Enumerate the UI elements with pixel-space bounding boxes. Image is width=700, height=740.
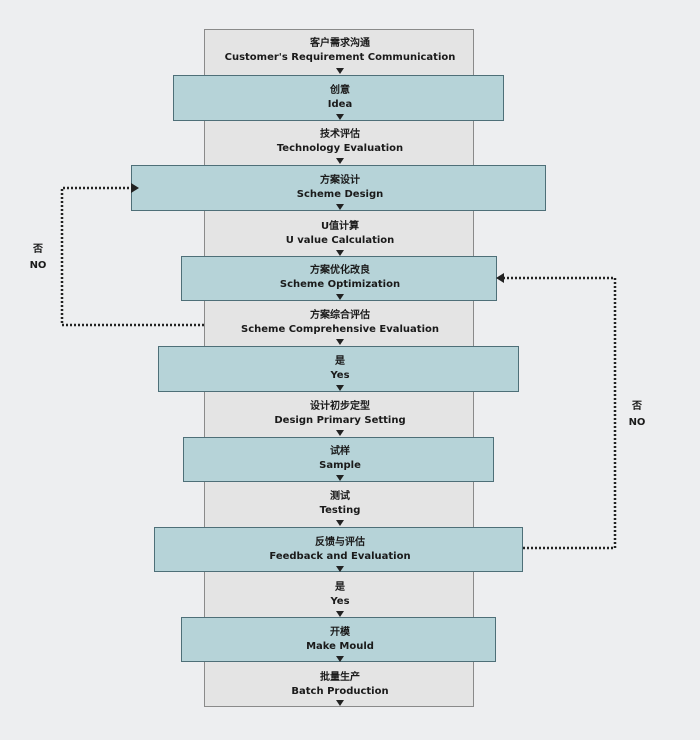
step-cn: 方案综合评估 bbox=[310, 310, 370, 321]
down-arrow-icon bbox=[336, 430, 344, 436]
step-en: Scheme Optimization bbox=[279, 279, 401, 290]
step-customer-communication: 客户需求沟通 Customer's Requirement Communicat… bbox=[140, 37, 540, 65]
step-cn: 客户需求沟通 bbox=[310, 38, 370, 49]
step-testing: 测试 Testing bbox=[140, 490, 540, 518]
step-batch-production: 批量生产 Batch Production bbox=[140, 671, 540, 699]
step-cn: 技术评估 bbox=[320, 129, 360, 140]
step-en: Batch Production bbox=[291, 686, 389, 697]
step-yes-1: 是 Yes bbox=[140, 355, 540, 383]
step-cn: 开模 bbox=[330, 627, 350, 638]
step-en: Design Primary Setting bbox=[274, 415, 406, 426]
down-arrow-icon bbox=[336, 250, 344, 256]
down-arrow-icon bbox=[336, 611, 344, 617]
step-feedback-evaluation: 反馈与评估 Feedback and Evaluation bbox=[140, 536, 540, 564]
down-arrow-icon bbox=[336, 520, 344, 526]
step-cn: 批量生产 bbox=[320, 672, 360, 683]
step-sample: 试样 Sample bbox=[140, 445, 540, 473]
left-no-label: 否 NO bbox=[23, 242, 53, 274]
step-yes-2: 是 Yes bbox=[140, 581, 540, 609]
box-sample bbox=[183, 437, 494, 482]
step-en: Scheme Comprehensive Evaluation bbox=[241, 324, 439, 335]
down-arrow-icon bbox=[336, 656, 344, 662]
box-scheme-optimization bbox=[181, 256, 497, 301]
step-en: Testing bbox=[319, 505, 361, 516]
box-yes-1 bbox=[158, 346, 519, 392]
down-arrow-icon bbox=[336, 339, 344, 345]
step-comprehensive-evaluation: 方案综合评估 Scheme Comprehensive Evaluation bbox=[140, 309, 540, 337]
step-en: U value Calculation bbox=[285, 235, 395, 246]
step-cn: U值计算 bbox=[320, 221, 360, 232]
right-no-en: NO bbox=[628, 417, 646, 428]
left-no-en: NO bbox=[29, 260, 47, 271]
step-en: Idea bbox=[327, 99, 353, 110]
down-arrow-icon bbox=[336, 566, 344, 572]
step-en: Yes bbox=[330, 370, 350, 381]
right-no-label: 否 NO bbox=[622, 399, 652, 431]
down-arrow-icon bbox=[336, 68, 344, 74]
step-en: Make Mould bbox=[306, 641, 374, 652]
step-en: Sample bbox=[319, 460, 361, 471]
step-en: Yes bbox=[330, 596, 350, 607]
left-no-cn: 否 bbox=[33, 244, 43, 255]
step-cn: 反馈与评估 bbox=[315, 537, 365, 548]
box-feedback bbox=[154, 527, 523, 572]
step-en: Scheme Design bbox=[296, 189, 384, 200]
step-technology-evaluation: 技术评估 Technology Evaluation bbox=[140, 128, 540, 156]
down-arrow-icon bbox=[336, 114, 344, 120]
down-arrow-icon bbox=[336, 204, 344, 210]
step-cn: 是 bbox=[335, 582, 345, 593]
step-idea: 创意 Idea bbox=[140, 84, 540, 112]
box-scheme-design bbox=[131, 165, 546, 211]
down-arrow-icon bbox=[336, 385, 344, 391]
step-scheme-design: 方案设计 Scheme Design bbox=[140, 174, 540, 202]
step-en: Feedback and Evaluation bbox=[269, 551, 411, 562]
step-design-primary-setting: 设计初步定型 Design Primary Setting bbox=[140, 400, 540, 428]
box-idea bbox=[173, 75, 504, 121]
down-arrow-icon bbox=[336, 700, 344, 706]
step-en: Technology Evaluation bbox=[276, 143, 404, 154]
step-cn: 方案优化改良 bbox=[310, 265, 370, 276]
step-cn: 设计初步定型 bbox=[310, 401, 370, 412]
right-no-cn: 否 bbox=[632, 401, 642, 412]
left-loop-arrow bbox=[60, 183, 204, 327]
step-en: Customer's Requirement Communication bbox=[224, 52, 456, 63]
step-cn: 方案设计 bbox=[320, 175, 360, 186]
box-make-mould bbox=[181, 617, 496, 662]
step-make-mould: 开模 Make Mould bbox=[140, 626, 540, 654]
step-u-value-calculation: U值计算 U value Calculation bbox=[140, 220, 540, 248]
down-arrow-icon bbox=[336, 294, 344, 300]
down-arrow-icon bbox=[336, 475, 344, 481]
right-loop-arrow bbox=[496, 273, 617, 550]
down-arrow-icon bbox=[336, 158, 344, 164]
step-cn: 是 bbox=[335, 356, 345, 367]
step-cn: 创意 bbox=[330, 85, 350, 96]
step-cn: 测试 bbox=[330, 491, 350, 502]
step-cn: 试样 bbox=[330, 446, 350, 457]
step-scheme-optimization: 方案优化改良 Scheme Optimization bbox=[140, 264, 540, 292]
